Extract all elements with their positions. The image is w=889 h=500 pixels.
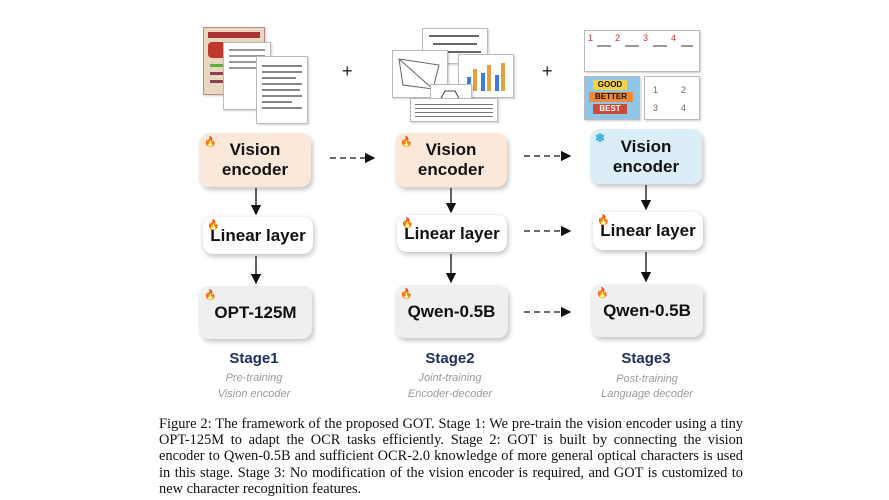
multipage-thumbnail: 1 2 3 4 bbox=[584, 30, 700, 72]
flame-icon: 🔥 bbox=[401, 218, 414, 229]
stage1-title: Stage1 bbox=[229, 350, 279, 367]
encoder-label-line2: encoder bbox=[221, 160, 289, 179]
page-number: 4 bbox=[681, 103, 687, 113]
flame-icon: 🔥 bbox=[597, 215, 610, 226]
linear-layer-label: Linear layer bbox=[210, 225, 306, 245]
stage3-llm-box: 🔥 Qwen-0.5B bbox=[591, 284, 703, 337]
stage2-linear-layer-box: 🔥 Linear layer bbox=[397, 215, 507, 252]
stage2-llm-box: 🔥 Qwen-0.5B bbox=[395, 285, 508, 338]
page-number: 2 bbox=[681, 85, 687, 95]
llm-label: OPT-125M bbox=[214, 302, 297, 322]
stage1-subtitle-line2: Vision encoder bbox=[217, 388, 291, 400]
document-page-thumbnail bbox=[256, 56, 308, 124]
encoder-label-line1: Vision bbox=[620, 136, 672, 156]
page-number: 3 bbox=[653, 103, 659, 113]
flame-icon: 🔥 bbox=[596, 288, 609, 299]
stage3-linear-layer-box: 🔥 Linear layer bbox=[593, 212, 703, 250]
page-number: 3 bbox=[643, 33, 649, 43]
flame-icon: 🔥 bbox=[204, 290, 217, 301]
page-number: 4 bbox=[671, 33, 677, 43]
linear-layer-label: Linear layer bbox=[404, 223, 500, 243]
good-better-best-sign-thumbnail: GOOD BETTER BEST bbox=[584, 76, 640, 120]
stage2-subtitle-line1: Joint-training bbox=[418, 372, 482, 384]
encoder-label-line2: encoder bbox=[612, 156, 680, 176]
flame-icon: 🔥 bbox=[207, 220, 220, 231]
llm-label: Qwen-0.5B bbox=[603, 300, 691, 320]
plus-sign: + bbox=[542, 61, 553, 81]
stage3-subtitle-line1: Post-training bbox=[616, 373, 678, 385]
stage2-subtitle-line2: Encoder-decoder bbox=[407, 388, 493, 400]
stage3-subtitle-line2: Language decoder bbox=[601, 388, 693, 400]
stage1-linear-layer-box: 🔥 Linear layer bbox=[203, 217, 313, 254]
plus-sign: + bbox=[342, 61, 353, 81]
sign-good: GOOD bbox=[593, 80, 627, 90]
flame-icon: 🔥 bbox=[204, 137, 217, 148]
page-number: 1 bbox=[588, 33, 594, 43]
sign-best: BEST bbox=[593, 104, 627, 114]
page-number: 2 bbox=[615, 33, 621, 43]
sign-better: BETTER bbox=[589, 92, 633, 102]
stage2-title: Stage2 bbox=[425, 350, 475, 367]
llm-label: Qwen-0.5B bbox=[407, 301, 496, 321]
flame-icon: 🔥 bbox=[400, 137, 413, 148]
sheet-music-thumbnail bbox=[410, 98, 498, 122]
stage3-title: Stage3 bbox=[621, 350, 671, 367]
encoder-label-line2: encoder bbox=[417, 160, 485, 179]
stage1-llm-box: 🔥 OPT-125M bbox=[199, 286, 312, 339]
linear-layer-label: Linear layer bbox=[600, 221, 696, 240]
stage1-subtitle-line1: Pre-training bbox=[225, 372, 283, 384]
encoder-label-line1: Vision bbox=[425, 140, 477, 159]
figure-caption: Figure 2: The framework of the proposed … bbox=[159, 416, 743, 497]
geometry-thumbnail bbox=[392, 50, 448, 98]
flame-icon: 🔥 bbox=[400, 289, 413, 300]
grid-pages-thumbnail: 1 2 3 4 bbox=[644, 76, 700, 120]
snowflake-icon: ❄ bbox=[595, 131, 606, 145]
page-number: 1 bbox=[653, 85, 659, 95]
encoder-label-line1: Vision bbox=[229, 140, 281, 159]
